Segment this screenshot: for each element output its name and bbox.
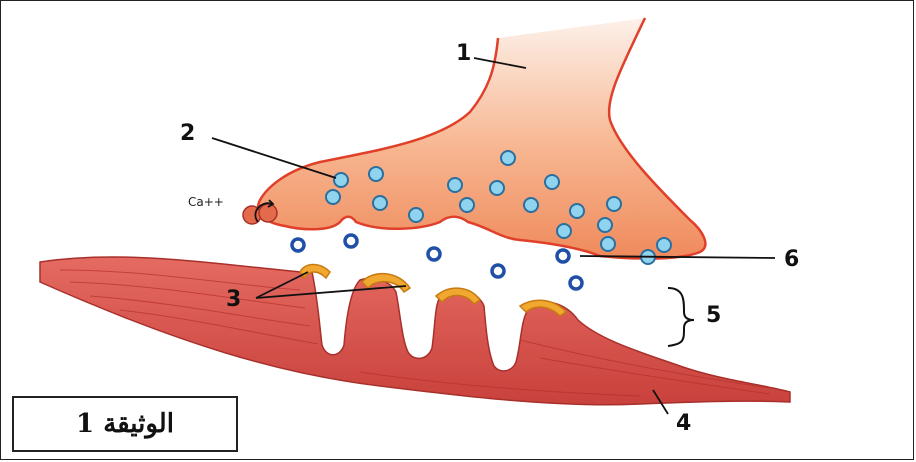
neurotransmitter xyxy=(428,248,440,260)
vesicle xyxy=(448,178,462,192)
muscle-fiber xyxy=(40,257,790,405)
neurotransmitter xyxy=(570,277,582,289)
vesicle xyxy=(373,196,387,210)
vesicle xyxy=(490,181,504,195)
vesicle xyxy=(557,224,571,238)
vesicle xyxy=(657,238,671,252)
vesicle xyxy=(607,197,621,211)
label-3: 3 xyxy=(226,287,241,312)
vesicle xyxy=(369,167,383,181)
vesicle xyxy=(570,204,584,218)
vesicle xyxy=(501,151,515,165)
vesicle xyxy=(326,190,340,204)
neurotransmitter xyxy=(292,239,304,251)
vesicle xyxy=(545,175,559,189)
receptors xyxy=(300,265,566,317)
neurotransmitter xyxy=(492,265,504,277)
vesicle xyxy=(460,198,474,212)
vesicle xyxy=(409,208,423,222)
receptor-cap xyxy=(300,265,330,279)
label-2: 2 xyxy=(180,121,195,146)
calcium-label: Ca++ xyxy=(188,195,224,209)
label-4: 4 xyxy=(676,411,691,436)
vesicle xyxy=(601,237,615,251)
document-caption: الوثيقة 1 xyxy=(76,409,174,439)
label-1: 1 xyxy=(456,41,471,66)
label-6: 6 xyxy=(784,247,799,272)
label-5: 5 xyxy=(706,303,721,328)
vesicle xyxy=(524,198,538,212)
vesicle xyxy=(598,218,612,232)
neurotransmitter xyxy=(345,235,357,247)
neurotransmitter xyxy=(557,250,569,262)
vesicle xyxy=(334,173,348,187)
presynaptic-terminal xyxy=(258,18,705,259)
caption-box: الوثيقة 1 xyxy=(12,396,238,452)
cleft-bracket xyxy=(668,288,694,346)
